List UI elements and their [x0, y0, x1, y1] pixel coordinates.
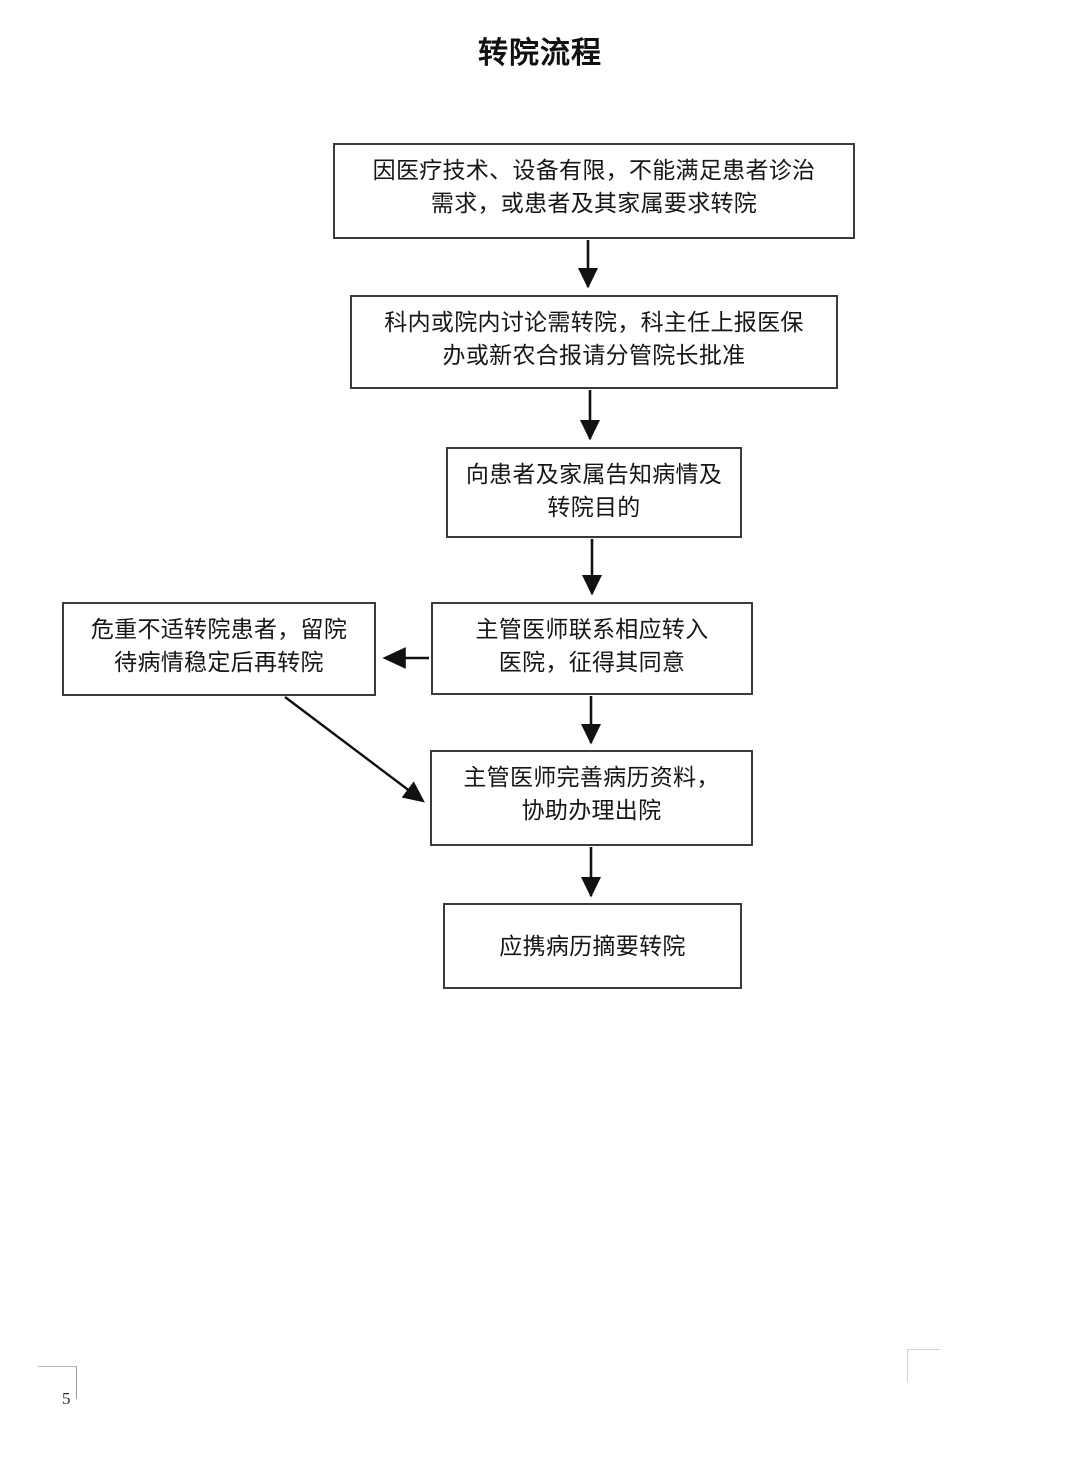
flow-node-carry-label: 应携病历摘要转院: [499, 932, 686, 959]
flow-node-critical-label: 危重不适转院患者，留院 待病情稳定后再转院: [90, 616, 348, 675]
flow-node-reason[interactable]: 因医疗技术、设备有限，不能满足患者诊治 需求，或患者及其家属要求转院: [333, 143, 855, 239]
flow-node-records[interactable]: 主管医师完善病历资料， 协助办理出院: [430, 750, 753, 846]
edge-critical-to-records: [284, 696, 425, 803]
flow-node-inform-label: 向患者及家属告知病情及 转院目的: [465, 461, 723, 520]
flow-node-reason-label: 因医疗技术、设备有限，不能满足患者诊治 需求，或患者及其家属要求转院: [372, 157, 816, 216]
flow-node-carry[interactable]: 应携病历摘要转院: [443, 903, 742, 989]
crop-mark-right: [907, 1349, 940, 1382]
flow-node-discussion-label: 科内或院内讨论需转院，科主任上报医保 办或新农合报请分管院长批准: [384, 309, 804, 368]
flow-node-critical[interactable]: 危重不适转院患者，留院 待病情稳定后再转院: [62, 602, 376, 696]
flow-node-discussion[interactable]: 科内或院内讨论需转院，科主任上报医保 办或新农合报请分管院长批准: [350, 295, 838, 389]
flow-node-records-label: 主管医师完善病历资料， 协助办理出院: [463, 764, 720, 823]
page-title: 转院流程: [478, 37, 602, 70]
crop-mark-left: [38, 1366, 77, 1399]
flow-node-contact[interactable]: 主管医师联系相应转入 医院，征得其同意: [431, 602, 753, 695]
page-number: 5: [62, 1389, 71, 1408]
flow-node-inform[interactable]: 向患者及家属告知病情及 转院目的: [446, 447, 742, 538]
flow-node-contact-label: 主管医师联系相应转入 医院，征得其同意: [475, 616, 709, 675]
